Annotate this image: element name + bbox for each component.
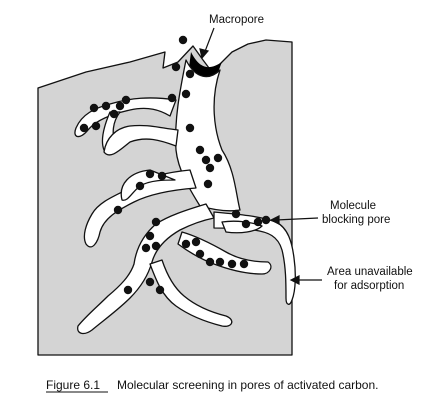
molecule — [109, 109, 119, 119]
figure-number: Figure 6.1 — [46, 378, 100, 392]
molecule — [227, 259, 237, 269]
molecule — [253, 217, 263, 227]
molecules — [79, 35, 271, 295]
molecule — [178, 35, 188, 45]
molecule — [261, 215, 271, 225]
molecule — [155, 285, 165, 295]
area-unavailable-arrow — [289, 275, 322, 285]
macropore-label: Macropore — [209, 14, 264, 26]
molecule — [195, 249, 205, 259]
molecule — [113, 205, 123, 215]
molecule — [213, 153, 223, 163]
molecule — [141, 243, 151, 253]
molecule — [151, 241, 161, 251]
molecule — [195, 145, 205, 155]
molecule — [157, 171, 167, 181]
molecule — [185, 69, 195, 79]
molecule — [241, 219, 251, 229]
molecule — [145, 169, 155, 179]
molecule — [215, 257, 225, 267]
molecule-blocking-label-line1: Molecule — [330, 200, 376, 212]
molecule — [205, 163, 215, 173]
area-unavailable-label-line2: for adsorption — [334, 280, 404, 292]
molecule-blocking-arrow — [269, 215, 319, 225]
molecule — [79, 123, 89, 133]
molecule-blocking-label-line2: blocking pore — [322, 214, 390, 226]
molecule — [171, 62, 181, 72]
molecule — [89, 103, 99, 113]
molecule — [91, 121, 101, 131]
pore-network — [74, 59, 296, 335]
molecule — [185, 123, 195, 133]
molecule — [121, 95, 131, 105]
molecule — [205, 257, 215, 267]
molecule — [239, 259, 249, 269]
area-unavailable-label-line1: Area unavailable — [327, 266, 413, 278]
molecule — [151, 217, 161, 227]
molecule — [145, 231, 155, 241]
molecule — [191, 237, 201, 247]
molecule — [203, 179, 213, 189]
molecule — [115, 101, 125, 111]
carbon-particle — [37, 39, 293, 356]
figure-caption-text: Molecular screening in pores of activate… — [117, 378, 378, 392]
molecule — [181, 89, 191, 99]
molecule — [167, 93, 177, 103]
molecule — [145, 277, 155, 287]
molecule — [101, 101, 111, 111]
molecule — [231, 209, 241, 219]
molecule — [135, 181, 145, 191]
molecule — [201, 155, 211, 165]
molecule — [123, 285, 133, 295]
molecule — [181, 239, 191, 249]
macropore-arrow — [199, 27, 215, 60]
